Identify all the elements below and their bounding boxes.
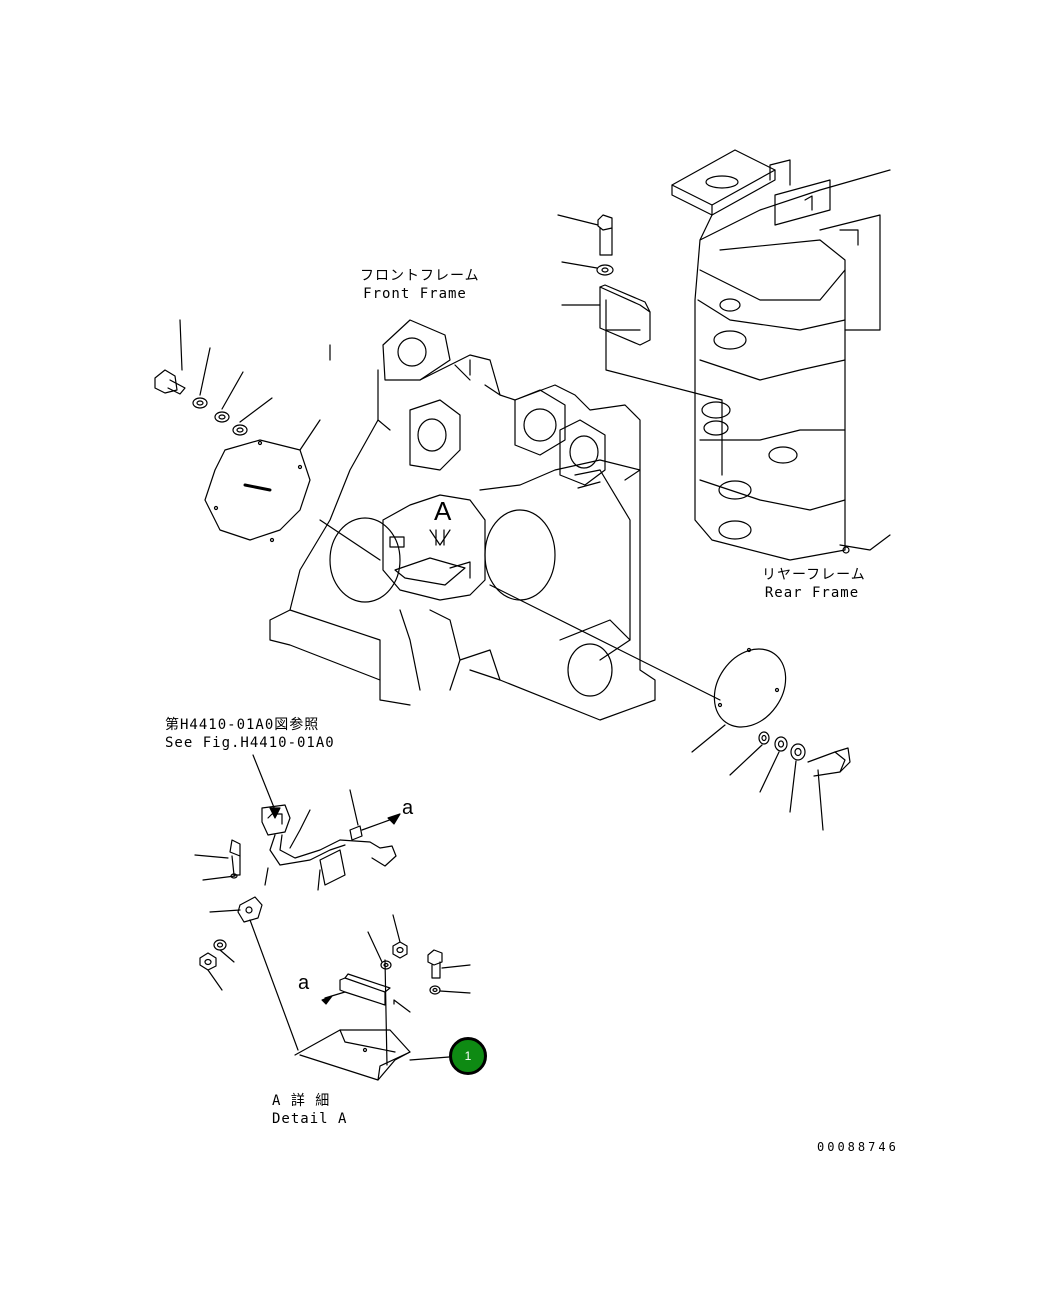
- see-fig-label-jp: 第H4410-01A0図参照: [165, 717, 320, 733]
- cover-plate-left: [204, 419, 321, 543]
- arrow-a-label-right: a: [402, 797, 414, 819]
- front-frame-label-jp: フロントフレーム: [360, 268, 480, 284]
- view-a-marker: A: [434, 496, 452, 526]
- rear-frame-label-jp: リヤーフレーム: [762, 567, 866, 583]
- detail-a-label-jp: A 詳 細: [272, 1093, 331, 1109]
- drawing-number: 00088746: [817, 1140, 899, 1154]
- hardware-upper-left: [154, 319, 381, 561]
- front-frame-drawing: [269, 319, 656, 721]
- part-number-callout-1[interactable]: 1: [449, 1037, 487, 1075]
- arrow-a-label-left: a: [298, 972, 310, 994]
- detail-a-label-en: Detail A: [272, 1111, 348, 1127]
- detail-a-drawing: [194, 754, 471, 1081]
- rear-frame-drawing: [671, 149, 891, 561]
- hardware-upper-center: [557, 214, 723, 476]
- rear-frame-label-en: Rear Frame: [764, 585, 860, 601]
- cover-plate-right: [691, 647, 787, 753]
- front-frame-label-en: Front Frame: [363, 286, 467, 302]
- hardware-lower-right: [489, 584, 851, 831]
- see-fig-label-en: See Fig.H4410-01A0: [165, 735, 335, 751]
